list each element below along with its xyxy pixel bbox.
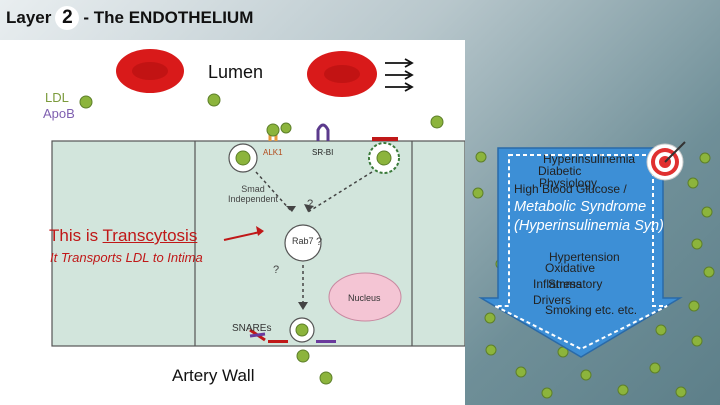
ldl-particle-icon <box>319 371 333 385</box>
risk-factor-graphic <box>472 141 715 399</box>
caveolae-vesicle-icon <box>368 137 400 174</box>
ldl-particle-icon <box>691 335 703 347</box>
endothelium-diagram <box>51 49 465 385</box>
ldl-particle-icon <box>703 266 715 278</box>
pathway-arrow <box>255 171 293 213</box>
ldl-particle-icon <box>691 238 703 250</box>
risk-smoking: Smoking etc. etc. <box>545 303 638 317</box>
rab7-label: Rab7 <box>292 236 314 246</box>
unknown-step-marker: ? <box>273 264 280 276</box>
ldl-particle-icon <box>675 386 687 398</box>
ldl-particle-icon <box>655 324 667 336</box>
risk-diabetic: Diabetic <box>538 164 582 178</box>
red-blood-cell-icon <box>116 49 184 93</box>
exocytosis-vesicle-icon <box>268 317 336 343</box>
ldl-particle-icon <box>688 300 700 312</box>
endothelium-figure: Lumen LDL ApoB ALK1 SR-BI Smad Independe… <box>0 40 465 405</box>
ldl-particle-icon <box>485 344 497 356</box>
blood-flow-arrows-icon <box>385 58 414 92</box>
title-prefix: Layer <box>6 8 52 27</box>
transcytosis-arrow <box>223 226 264 241</box>
bullseye-target-icon <box>646 141 686 181</box>
red-blood-cell-icon <box>307 51 377 97</box>
risk-hypertension: Hypertension <box>549 250 620 264</box>
ldl-particle-icon <box>699 152 711 164</box>
pathway-arrow <box>307 171 373 213</box>
ldl-particle-icon <box>472 187 484 199</box>
unknown-step-marker: ? <box>307 198 314 210</box>
nucleus-label: Nucleus <box>348 293 381 303</box>
ldl-particle-icon <box>280 122 292 134</box>
srbi-label: SR-BI <box>312 148 334 157</box>
ldl-particle-icon <box>617 384 629 396</box>
risk-oxidative: Oxidative <box>545 261 596 275</box>
ldl-particle-icon <box>79 95 93 109</box>
ldl-particle-icon <box>541 387 553 399</box>
smad-independent-label: Smad Independent <box>227 184 279 204</box>
transport-caption: It Transports LDL to Intima <box>50 250 203 265</box>
caveolae-vesicle-icon <box>228 143 258 173</box>
risk-inflammatory: Inflammatory <box>533 277 603 291</box>
ldl-particle-icon <box>687 177 699 189</box>
srbi-receptor-icon <box>316 123 330 141</box>
ldl-particle-icon <box>430 115 444 129</box>
alk1-label: ALK1 <box>263 148 283 157</box>
lumen-label: Lumen <box>208 62 264 82</box>
layer-number-badge: 2 <box>55 6 80 30</box>
risk-metabolic-syndrome: Metabolic Syndrome (Hyperinsulinemia Syn… <box>514 199 664 234</box>
transcytosis-prefix: This is <box>49 226 103 245</box>
artery-wall-label: Artery Wall <box>172 366 255 385</box>
ldl-particle-icon <box>484 312 496 324</box>
slide-title: Layer 2 - The ENDOTHELIUM <box>6 6 253 30</box>
ldl-particle-icon <box>296 349 310 363</box>
ldl-particle-icon <box>580 369 592 381</box>
risk-physiology: Physiology <box>539 176 598 190</box>
transcytosis-word: Transcytosis <box>102 226 198 245</box>
risk-stress: Stress <box>548 277 583 291</box>
ldl-particle-icon <box>207 93 221 107</box>
rab7-vesicle-icon <box>284 224 322 262</box>
transcytosis-caption: This is Transcytosis <box>49 226 197 246</box>
risk-drivers: Drivers <box>533 293 571 307</box>
ldl-legend-label: LDL <box>45 90 69 105</box>
ldl-particle-icon <box>701 206 713 218</box>
snare-protein-icon <box>249 328 266 342</box>
ldl-particle-icon <box>475 151 487 163</box>
unknown-step-marker: ? <box>316 236 323 248</box>
risk-high-blood-glucose: High Blood Glucose / <box>514 182 627 196</box>
nucleus-icon <box>328 272 402 322</box>
risk-hyperinsulinemia: Hyperinsulinemia <box>543 152 636 166</box>
endothelial-cell-layer <box>51 140 465 347</box>
title-suffix: - The ENDOTHELIUM <box>83 8 254 27</box>
snares-label: SNAREs <box>232 323 272 334</box>
apob-legend-label: ApoB <box>43 106 75 121</box>
alk1-receptor-icon <box>266 123 280 141</box>
ldl-particle-icon <box>649 362 661 374</box>
ldl-particle-icon <box>515 366 527 378</box>
